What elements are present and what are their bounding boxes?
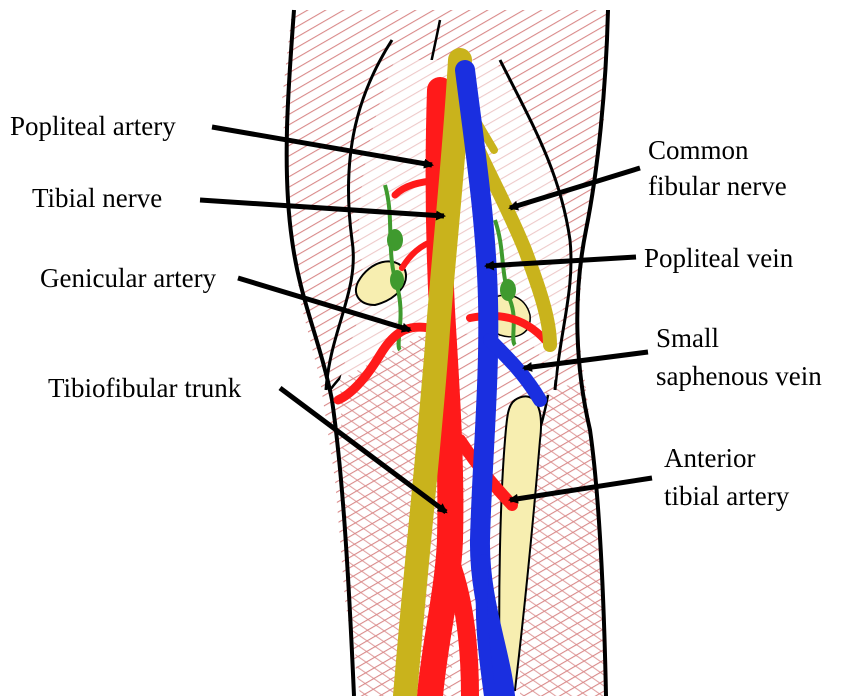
label-popliteal-vein: Popliteal vein [644, 242, 793, 274]
label-tibiofibular-trunk: Tibiofibular trunk [48, 372, 241, 404]
label-anterior-tibial-artery-line2: tibial artery [664, 480, 789, 512]
label-anterior-tibial-artery-line1: Anterior [664, 442, 755, 474]
genicular-ganglion-left-2 [390, 270, 404, 290]
label-common-fibular-nerve-line1: Common [648, 134, 749, 166]
label-common-fibular-nerve-line2: fibular nerve [648, 170, 787, 202]
label-tibial-nerve: Tibial nerve [32, 182, 162, 214]
label-small-saphenous-vein-line2: saphenous vein [656, 360, 822, 392]
label-small-saphenous-vein-line1: Small [656, 322, 719, 354]
genicular-ganglion-left-1 [387, 229, 403, 251]
genicular-ganglion-right [500, 279, 516, 301]
label-popliteal-artery: Popliteal artery [10, 110, 176, 142]
label-genicular-artery: Genicular artery [40, 262, 216, 294]
